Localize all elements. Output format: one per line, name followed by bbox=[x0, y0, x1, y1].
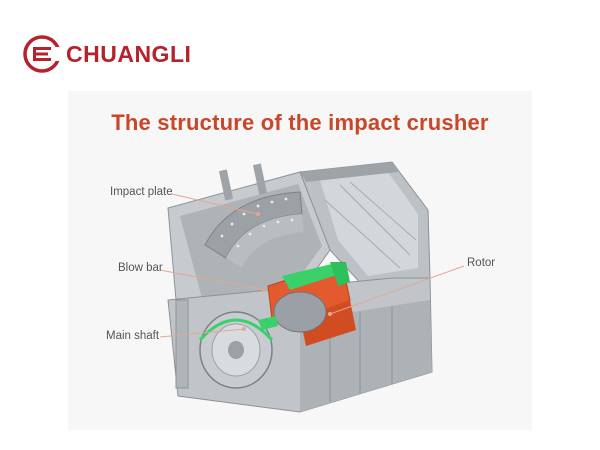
feed-chute bbox=[299, 161, 431, 289]
leader-main-shaft bbox=[159, 328, 245, 338]
rotor-graphic bbox=[258, 262, 350, 333]
brand-name: CHUANGLI bbox=[66, 41, 192, 67]
leader-blow-bar bbox=[159, 269, 265, 291]
label-rotor: Rotor bbox=[467, 257, 496, 269]
brand-logo: CHUANGLI bbox=[22, 34, 202, 74]
leader-main-shaft-dot bbox=[242, 327, 246, 331]
leader-blow-bar-dot bbox=[262, 288, 266, 292]
leader-impact-plate bbox=[171, 193, 259, 215]
leader-rotor bbox=[329, 265, 465, 315]
brand-logo-icon bbox=[23, 35, 62, 73]
diagram-title: The structure of the impact crusher bbox=[111, 110, 489, 135]
leader-rotor-dot bbox=[328, 312, 332, 316]
leader-impact-plate-dot bbox=[256, 212, 260, 216]
callout-leaders bbox=[159, 193, 465, 338]
impact-plate-graphic bbox=[204, 163, 304, 268]
label-impact-plate: Impact plate bbox=[110, 186, 173, 198]
label-main-shaft: Main shaft bbox=[106, 330, 160, 342]
label-blow-bar: Blow bar bbox=[118, 262, 163, 274]
